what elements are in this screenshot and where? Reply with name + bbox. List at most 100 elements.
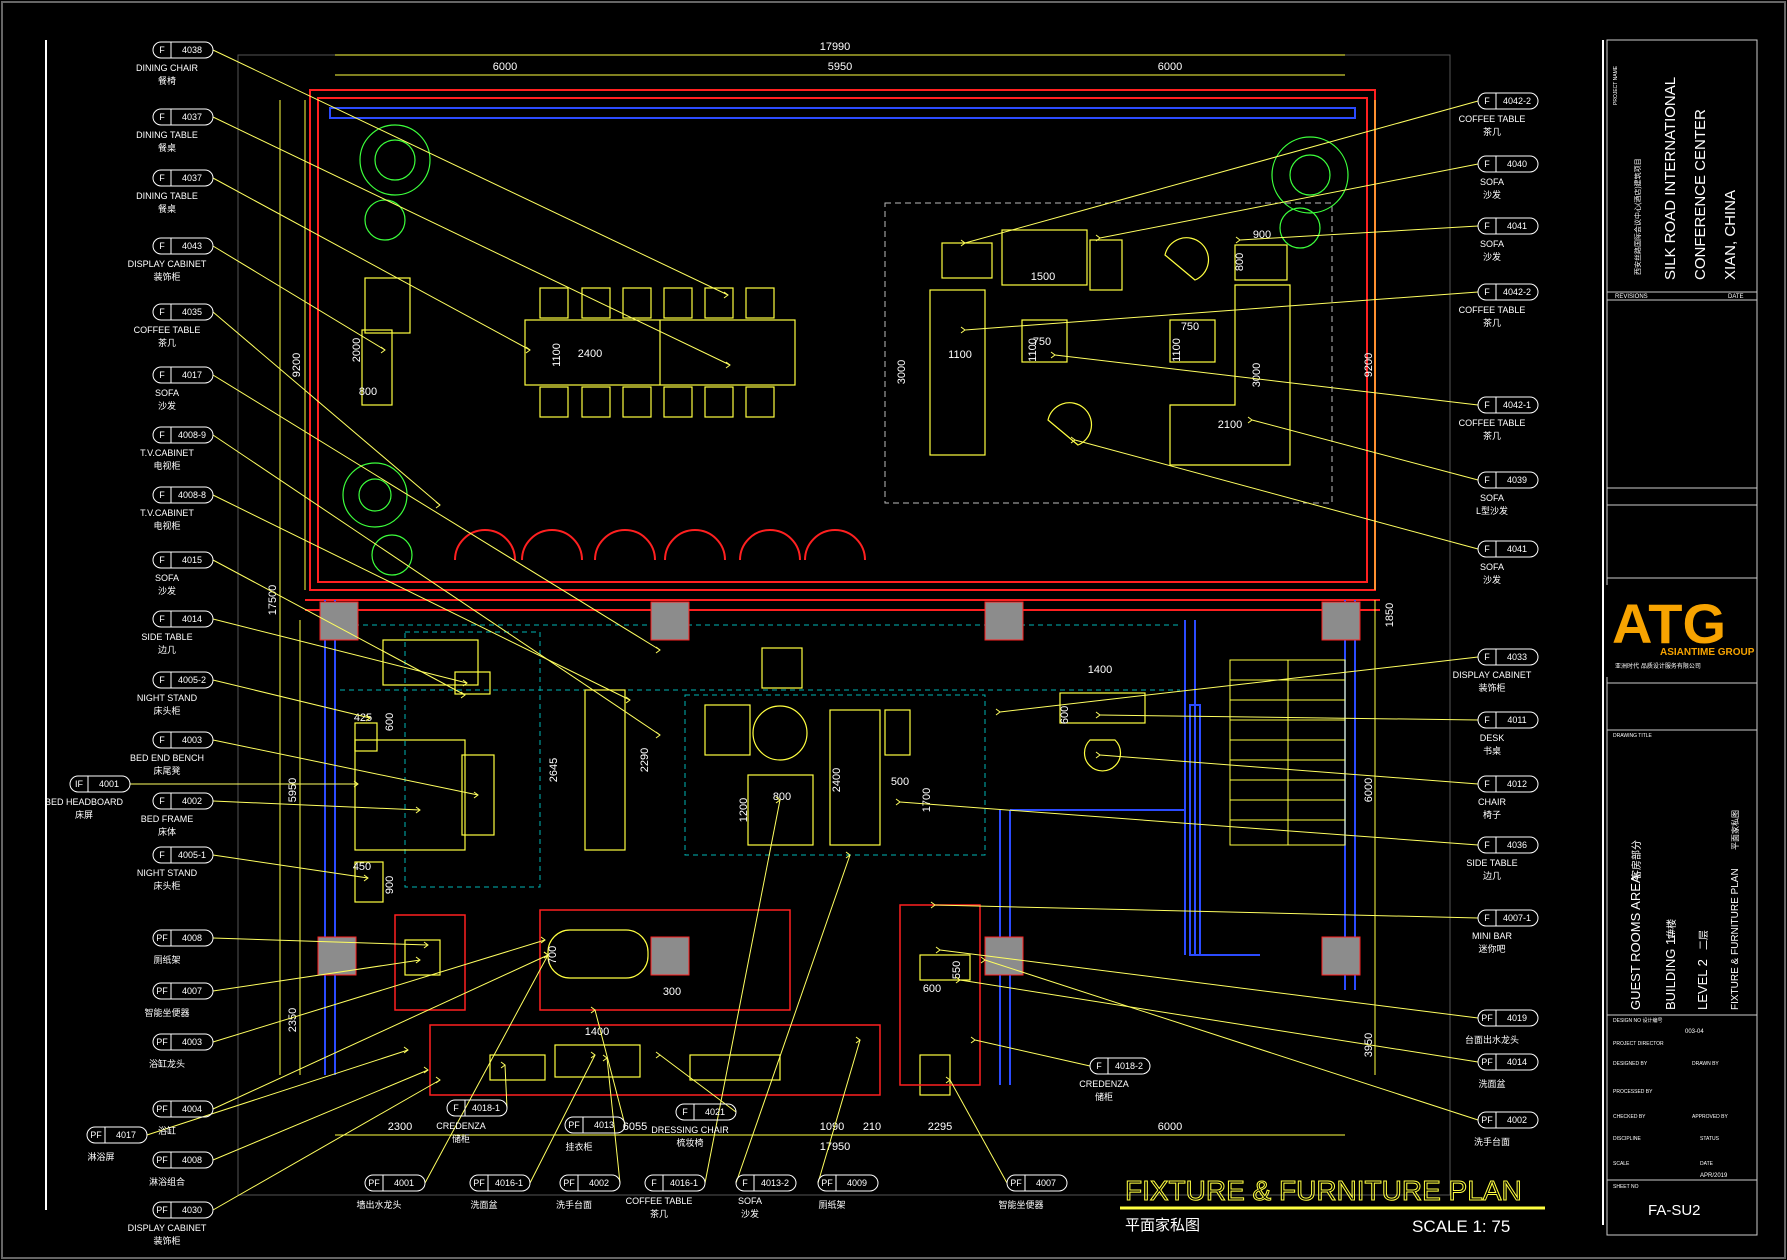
tag-code: 4041 [1507,544,1527,554]
leader-line [212,739,479,796]
tag-code: 4005-2 [178,675,206,685]
tag-label-en: BED HEADBOARD [45,797,124,807]
tag-label-en: DESK [1480,733,1505,743]
tag-label-cn: 浴缸龙头 [149,1058,185,1069]
tag-label-cn: 装饰柜 [153,1235,180,1246]
tag-code: 4033 [1507,652,1527,662]
leader-arrow [403,1046,409,1054]
tag-label-en: SOFA [1480,562,1504,572]
dim-bath-1400: 1400 [585,1026,609,1038]
tag-capsule [469,1174,531,1192]
tag-label-cn: 厕纸架 [153,954,180,965]
dim-tv-2645: 2645 [548,758,560,782]
tag-type: F [682,1107,688,1117]
tag-type: PF [568,1120,580,1130]
tag-capsule [1477,155,1539,173]
tag-code: 4005-1 [178,850,206,860]
tag-type: F [1484,715,1490,725]
dim-bath-700: 700 [547,946,559,964]
leader-arrow [415,956,421,964]
tag-code: 4015 [182,555,202,565]
tb-dt-4-cn: 平面家私图 [1730,810,1740,850]
dim-left-3: 5950 [287,778,299,802]
tag-label-cn: 茶几 [158,337,176,348]
tag-type: PF [156,986,168,996]
leader-arrow [365,714,371,722]
dim-right-1: 9200 [1363,353,1375,377]
leader-line [1074,439,1479,550]
tag-capsule [152,303,214,321]
tag-capsule [152,846,214,864]
tag-capsule [735,1174,797,1192]
tag-code: 4007 [182,986,202,996]
tag-label-en: NIGHT STAND [137,693,198,703]
leader-line [212,937,429,946]
tag-label-en: CREDENZA [1079,1079,1129,1089]
tag-type: F [159,555,165,565]
tag-code: 4001 [394,1178,414,1188]
tag-capsule [1477,283,1539,301]
sheet-title-block: PROJECT NAME 西安丝路国际会议中心(酒店)建筑项目 SILK ROA… [1605,39,1758,1236]
tag-type: F [159,241,165,251]
tag-type: F [159,112,165,122]
leader-arrow [435,1076,441,1084]
dim-dining-1100: 1100 [551,343,563,367]
dim-right-3: 6000 [1363,778,1375,802]
tag-capsule [152,1100,214,1118]
dim-tv-2290: 2290 [639,748,651,772]
tag-capsule [559,1174,621,1192]
tb-project-director: PROJECT DIRECTOR [1613,1041,1664,1047]
tag-capsule [1477,217,1539,235]
tag-type: F [159,675,165,685]
